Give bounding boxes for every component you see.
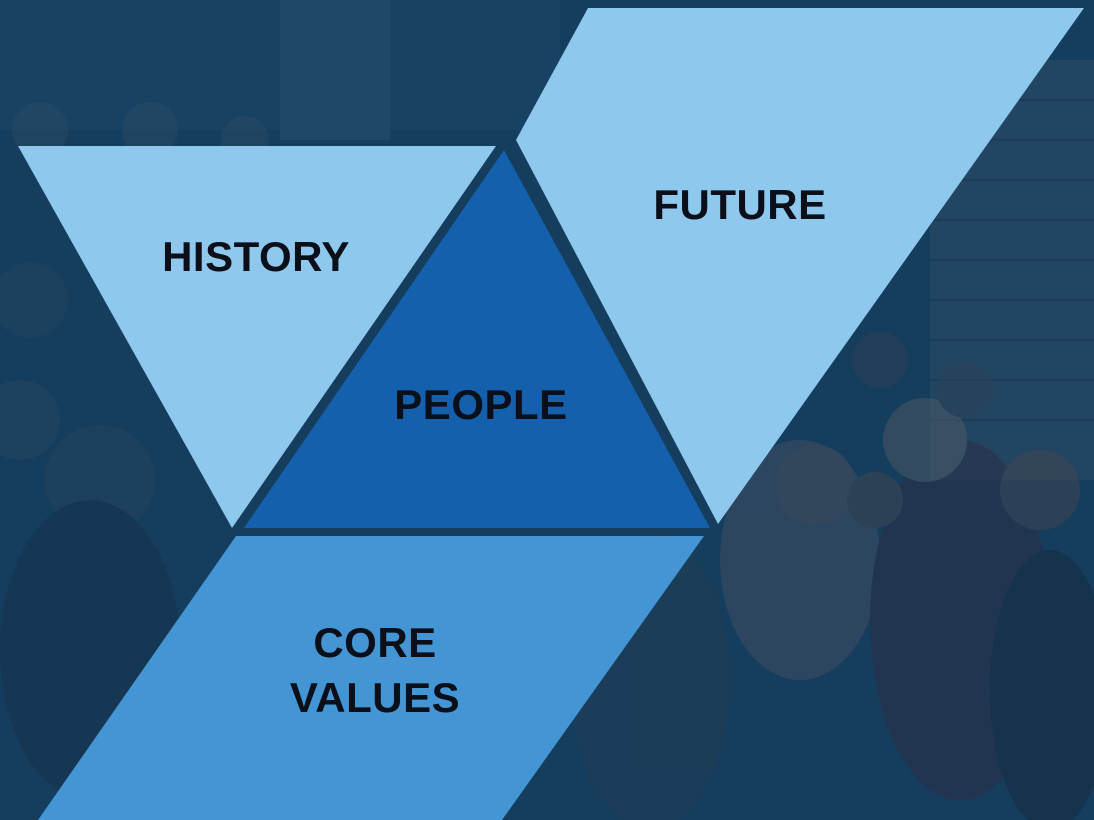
history-segment bbox=[18, 146, 496, 528]
core-values-label: CORE VALUES bbox=[250, 616, 500, 725]
future-segment bbox=[516, 8, 1084, 524]
core-values-line1: CORE bbox=[313, 619, 437, 666]
future-label: FUTURE bbox=[653, 181, 827, 228]
history-label: HISTORY bbox=[162, 233, 350, 280]
people-label: PEOPLE bbox=[394, 381, 568, 428]
people-segment bbox=[244, 150, 710, 528]
core-values-segment bbox=[38, 536, 704, 820]
core-values-line2: VALUES bbox=[289, 673, 461, 721]
